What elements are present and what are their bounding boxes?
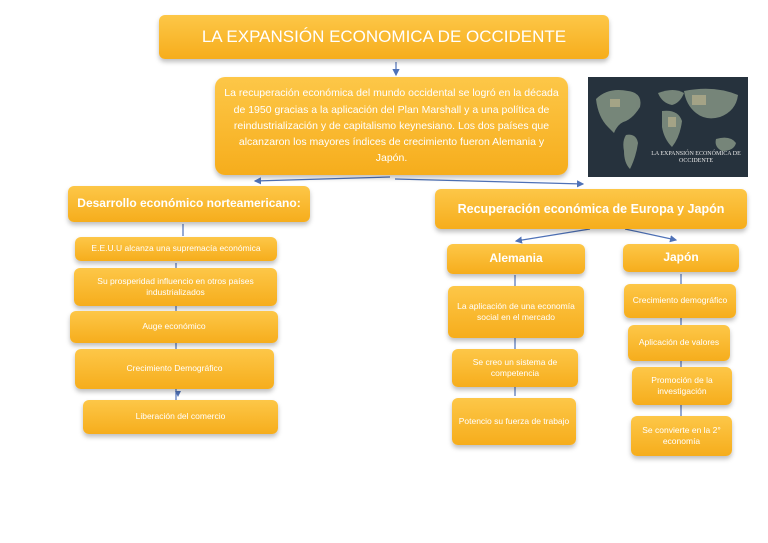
- germany-item-2: Se creo un sistema de competencia: [452, 349, 578, 387]
- japan-item-2: Aplicación de valores: [628, 325, 730, 361]
- left-item-5: Liberación del comercio: [83, 400, 278, 434]
- intro-to-left-connector: [253, 176, 391, 185]
- left-item-4: Crecimiento Demográfico: [75, 349, 274, 389]
- page-title: LA EXPANSIÓN ECONOMICA DE OCCIDENTE: [159, 15, 609, 59]
- world-map-image: LA EXPANSIÓN ECONÓMICA DE OCCIDENTE: [588, 77, 748, 177]
- left-item-2: Su prosperidad influencio en otros paíse…: [74, 268, 277, 306]
- germany-item-3: Potencio su fuerza de trabajo: [452, 398, 576, 445]
- left-branch-heading: Desarrollo económico norteamericano:: [68, 186, 310, 222]
- japan-item-4: Se convierte en la 2° economía: [631, 416, 732, 456]
- map-caption: LA EXPANSIÓN ECONÓMICA DE OCCIDENTE: [651, 151, 741, 165]
- japan-item-1: Crecimiento demográfico: [624, 284, 736, 318]
- right-branch-heading: Recuperación económica de Europa y Japón: [435, 189, 747, 229]
- japan-item-3: Promoción de la investigación: [632, 367, 732, 405]
- japan-heading: Japón: [623, 244, 739, 272]
- germany-item-1: La aplicación de una economía social en …: [448, 286, 584, 338]
- intro-to-right-connector: [394, 178, 585, 188]
- right-to-germany-connector: [514, 228, 591, 244]
- intro-text: La recuperación económica del mundo occi…: [215, 77, 568, 175]
- left-item-3: Auge económico: [70, 311, 278, 343]
- world-map-icon: [596, 88, 738, 169]
- right-to-japan-connector: [624, 228, 678, 243]
- germany-heading: Alemania: [447, 244, 585, 274]
- left-item-1: E.E.U.U alcanza una supremacía económica: [75, 237, 277, 261]
